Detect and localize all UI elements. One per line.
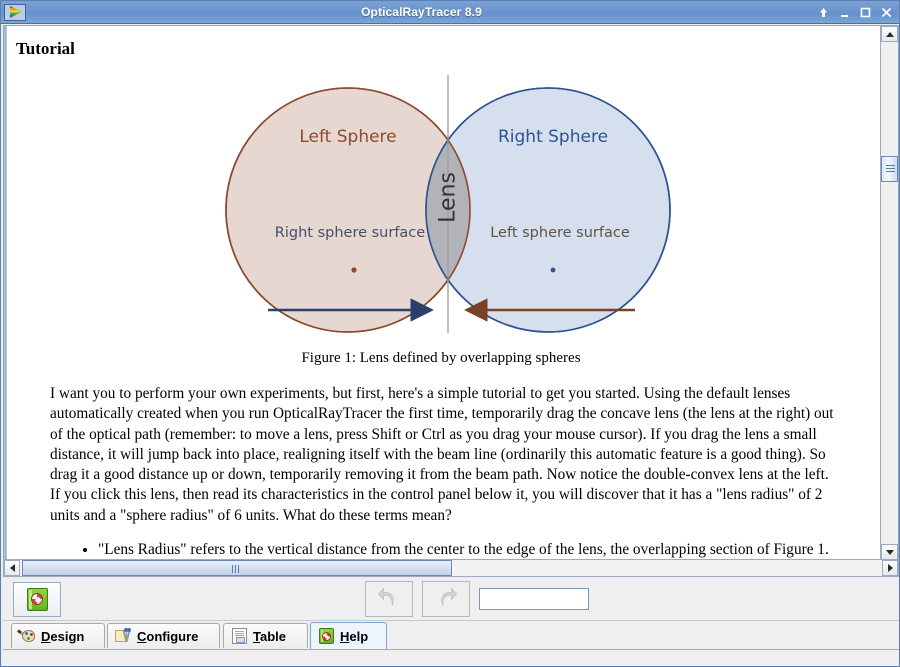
tab-configure[interactable]: Configure xyxy=(107,623,220,648)
scroll-left-button[interactable] xyxy=(4,560,20,576)
list-item: "Lens Radius" refers to the vertical dis… xyxy=(98,540,842,560)
tab-design-label: Design xyxy=(41,628,85,644)
document-left-edge xyxy=(4,26,7,560)
value-input-field[interactable] xyxy=(479,588,589,610)
chevron-right-icon xyxy=(887,564,893,572)
help-book-button[interactable] xyxy=(13,581,61,617)
scroll-thumb-grip xyxy=(886,165,895,173)
window-controls xyxy=(817,6,893,19)
document-icon xyxy=(231,628,248,645)
scroll-up-button[interactable] xyxy=(881,26,898,42)
help-book-icon xyxy=(26,587,48,611)
undo-icon xyxy=(377,587,394,607)
right-sphere-center-dot xyxy=(550,267,556,273)
horizontal-scroll-thumb[interactable] xyxy=(22,560,452,576)
help-content-area: Tutorial xyxy=(3,25,899,563)
lens-label: Lens xyxy=(435,172,461,223)
redo-button[interactable] xyxy=(422,581,470,617)
figure-lens-diagram: Left Sphere Right Sphere Lens Right sphe… xyxy=(10,65,872,350)
help-book-icon xyxy=(318,628,335,645)
page-title: Tutorial xyxy=(16,39,75,58)
left-sphere-center-dot xyxy=(351,267,357,273)
scroll-right-button[interactable] xyxy=(882,560,898,576)
tab-bar: Design Configure Table xyxy=(3,620,899,666)
left-sphere-label: Left Sphere xyxy=(299,127,397,147)
close-window-icon[interactable] xyxy=(880,6,893,19)
scroll-thumb-grip xyxy=(232,565,241,573)
tab-bar-divider xyxy=(3,649,899,650)
right-arrow-label: Left sphere surface xyxy=(490,225,630,241)
redo-icon xyxy=(441,587,458,607)
maximize-window-icon[interactable] xyxy=(859,6,872,19)
figure-caption: Figure 1: Lens defined by overlapping sp… xyxy=(301,350,581,366)
chevron-down-icon xyxy=(885,549,894,555)
life-ring-icon xyxy=(31,593,43,605)
vertical-scroll-track[interactable] xyxy=(881,42,898,544)
window-title: OpticalRayTracer 8.9 xyxy=(361,5,482,19)
right-sphere-label: Right Sphere xyxy=(497,127,609,147)
compass-icon xyxy=(115,628,132,645)
tab-help-label: Help xyxy=(340,628,369,644)
left-arrow-label: Right sphere surface xyxy=(274,225,426,241)
tutorial-paragraph: I want you to perform your own experimen… xyxy=(50,385,834,524)
tab-configure-label: Configure xyxy=(137,628,199,644)
chevron-up-icon xyxy=(885,31,894,37)
undo-button[interactable] xyxy=(365,581,413,617)
title-bar: OpticalRayTracer 8.9 xyxy=(1,1,899,24)
horizontal-scrollbar[interactable] xyxy=(3,559,899,577)
palette-icon xyxy=(17,628,36,645)
scroll-down-button[interactable] xyxy=(881,544,898,560)
chevron-left-icon xyxy=(9,564,15,572)
tab-design[interactable]: Design xyxy=(11,623,105,648)
shade-window-icon[interactable] xyxy=(817,6,830,19)
tab-table-label: Table xyxy=(253,628,286,644)
tab-table[interactable]: Table xyxy=(223,623,308,648)
tab-help[interactable]: Help xyxy=(310,622,387,649)
prism-icon xyxy=(4,3,26,21)
tutorial-bullet-list: "Lens Radius" refers to the vertical dis… xyxy=(50,540,842,560)
minimize-window-icon[interactable] xyxy=(838,6,851,19)
lens-diagram-svg xyxy=(225,75,671,333)
control-panel xyxy=(3,578,899,620)
vertical-scrollbar[interactable] xyxy=(880,26,898,560)
vertical-scroll-thumb[interactable] xyxy=(881,156,898,182)
help-document: Tutorial xyxy=(4,26,880,560)
